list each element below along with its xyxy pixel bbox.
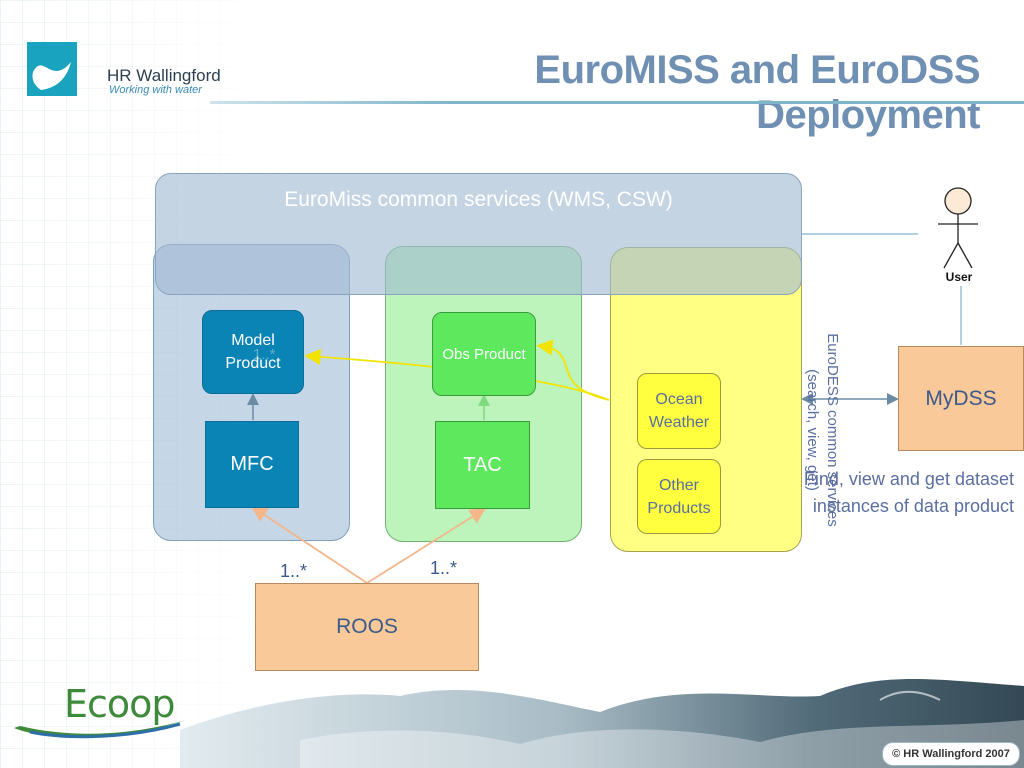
other-products-label: Other Products	[647, 476, 711, 517]
hr-wallingford-tagline: Working with water	[109, 84, 202, 96]
mfc-label: MFC	[230, 453, 274, 475]
model-product-label: Model Product	[225, 332, 281, 372]
roos-label: ROOS	[336, 615, 398, 638]
roos-to-tac-arrow	[366, 508, 487, 584]
obs-product-label: Obs Product	[442, 345, 526, 363]
ecoop-swoosh-icon	[14, 720, 186, 739]
hr-wallingford-mark-icon	[27, 42, 77, 96]
obs-product-box: Obs Product	[432, 312, 536, 396]
hr-wallingford-logo: HR Wallingford Working with water	[27, 42, 221, 102]
ecoop-logo: Ecoop	[64, 682, 176, 726]
model-product-multiplicity: 1..*	[253, 346, 276, 363]
water-splash-image	[180, 679, 1024, 768]
title-underline	[210, 101, 1024, 104]
model-product-box: Model Product	[202, 310, 304, 394]
user-stick-figure-icon	[938, 187, 978, 269]
mydss-label: MyDSS	[925, 386, 997, 410]
hr-wallingford-name: HR Wallingford	[107, 66, 221, 85]
roos-box: ROOS	[255, 583, 479, 671]
common-services-label: EuroMiss common services (WMS, CSW)	[284, 188, 673, 211]
copyright-badge: © HR Wallingford 2007	[882, 742, 1020, 766]
multiplicity-left: 1..*	[280, 561, 308, 581]
tac-box: TAC	[435, 421, 530, 509]
eurodss-to-obs-arrow	[536, 339, 610, 401]
roos-to-mfc-arrow	[251, 506, 368, 584]
ocean-weather-label: Ocean Weather	[648, 391, 710, 431]
tac-label: TAC	[463, 453, 502, 476]
user-label: User	[945, 270, 973, 284]
ocean-weather-box: Ocean Weather	[637, 373, 721, 449]
mydss-box: MyDSS	[898, 346, 1024, 451]
common-services-panel	[155, 173, 802, 295]
mfc-box: MFC	[205, 421, 299, 508]
other-products-box: Other Products	[637, 459, 721, 534]
slide-title: EuroMISS and EuroDSS Deployment	[534, 48, 980, 137]
find-view-get-caption: Find, view and get dataset instances of …	[803, 469, 1014, 516]
multiplicity-right: 1..*	[430, 558, 458, 578]
